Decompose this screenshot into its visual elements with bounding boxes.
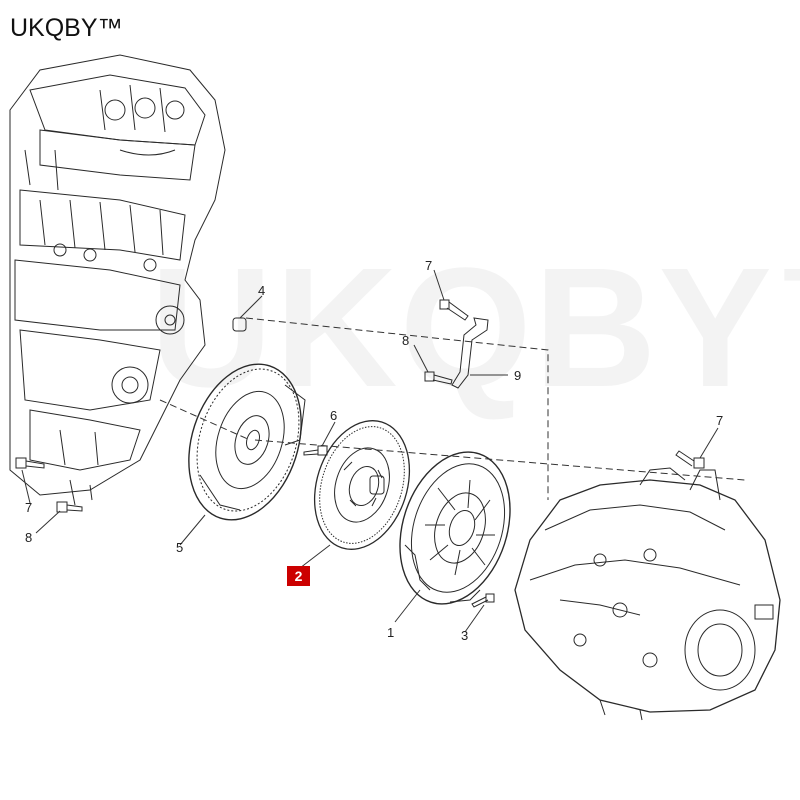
bolt-7-right <box>675 450 705 469</box>
label-part-9: 9 <box>514 368 522 383</box>
pressure-plate <box>399 451 511 605</box>
label-part-2-highlighted: 2 <box>287 566 310 586</box>
bolt-8-left <box>56 501 83 513</box>
label-part-8-left: 8 <box>25 530 33 545</box>
bolt-3 <box>471 593 495 608</box>
bolt-7-left <box>15 457 45 469</box>
clutch-disc <box>313 420 411 550</box>
label-part-8-mid: 8 <box>402 333 410 348</box>
label-part-6: 6 <box>330 408 338 423</box>
label-part-7-left: 7 <box>25 500 33 515</box>
dowel-4 <box>232 317 247 332</box>
label-part-5: 5 <box>176 540 184 555</box>
brand-logo-text: UKQBY™ <box>10 14 123 42</box>
bolt-6 <box>303 445 328 456</box>
bolt-8-mid <box>424 371 453 385</box>
flywheel <box>188 363 306 521</box>
label-part-7-top: 7 <box>425 258 433 273</box>
transmission-illustration <box>514 467 781 721</box>
engine-block-illustration <box>9 54 226 506</box>
alignment-lines <box>159 317 746 500</box>
leader-lines <box>21 269 719 633</box>
label-part-3: 3 <box>461 628 469 643</box>
bolt-7-top <box>439 299 469 321</box>
label-part-1: 1 <box>387 625 395 640</box>
label-part-4: 4 <box>258 283 266 298</box>
label-part-7-right: 7 <box>716 413 724 428</box>
bracket-9 <box>451 317 489 389</box>
